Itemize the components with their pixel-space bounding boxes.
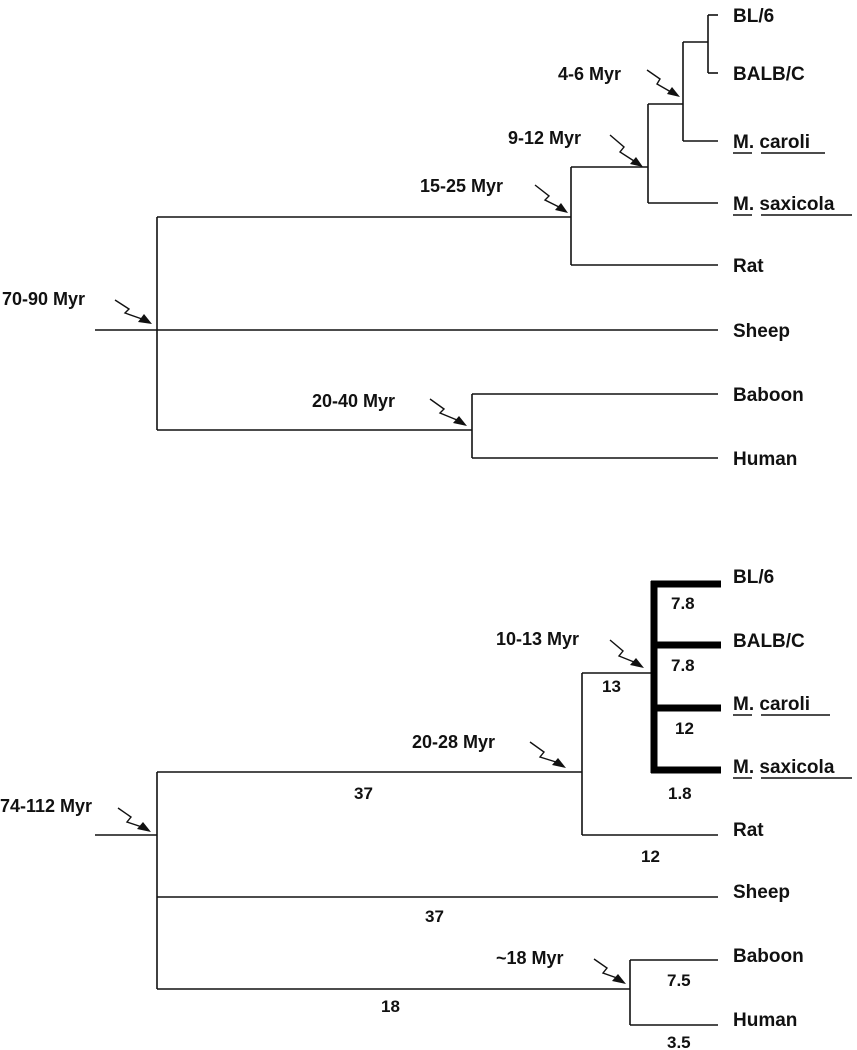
tree-2: BL/6 BALB/C M. caroli M. saxicola Rat Sh… — [0, 567, 852, 1050]
divergence-label: 4-6 Myr — [558, 64, 621, 84]
tree-1: BL/6 BALB/C M. caroli M. saxicola Rat Sh… — [2, 6, 852, 470]
divergence-label: ~18 Myr — [496, 948, 564, 968]
divergence-label: 15-25 Myr — [420, 176, 503, 196]
taxon-label: M. saxicola — [733, 194, 835, 215]
taxon-label: Sheep — [733, 321, 790, 342]
taxon-label: Human — [733, 449, 797, 470]
taxon-label: BALB/C — [733, 64, 805, 85]
branch-length: 7.8 — [671, 656, 695, 675]
taxon-label: M. caroli — [733, 694, 810, 715]
arrow-icon — [534, 184, 568, 213]
divergence-label: 20-40 Myr — [312, 391, 395, 411]
taxon-label: BALB/C — [733, 631, 805, 652]
branch-length: 7.5 — [667, 971, 691, 990]
taxon-label: Rat — [733, 256, 764, 277]
taxon-label: BL/6 — [733, 567, 774, 588]
divergence-label: 74-112 Myr — [0, 796, 92, 816]
taxon-label: M. saxicola — [733, 757, 835, 778]
branch-length: 12 — [641, 847, 660, 866]
taxon-label: Sheep — [733, 882, 790, 903]
taxon-label: Baboon — [733, 385, 804, 406]
arrow-icon — [114, 299, 152, 324]
arrow-icon — [609, 134, 643, 167]
divergence-label: 10-13 Myr — [496, 629, 579, 649]
arrow-icon — [593, 958, 626, 984]
taxon-label: Baboon — [733, 946, 804, 967]
divergence-label: 9-12 Myr — [508, 128, 581, 148]
branch-length: 3.5 — [667, 1033, 691, 1050]
branch-length: 37 — [425, 907, 444, 926]
branch-length: 12 — [675, 719, 694, 738]
taxon-label: Rat — [733, 820, 764, 841]
branch-length: 1.8 — [668, 784, 692, 803]
branch-length: 7.8 — [671, 594, 695, 613]
branch-length: 13 — [602, 677, 621, 696]
branch-length: 18 — [381, 997, 400, 1016]
divergence-label: 20-28 Myr — [412, 732, 495, 752]
branch-length: 37 — [354, 784, 373, 803]
arrow-icon — [117, 807, 151, 832]
arrow-icon — [646, 69, 680, 97]
arrow-icon — [529, 741, 566, 768]
divergence-label: 70-90 Myr — [2, 289, 85, 309]
taxon-label: BL/6 — [733, 6, 774, 27]
arrow-icon — [609, 639, 644, 668]
taxon-label: M. caroli — [733, 132, 810, 153]
arrow-icon — [429, 398, 467, 426]
taxon-label: Human — [733, 1010, 797, 1031]
